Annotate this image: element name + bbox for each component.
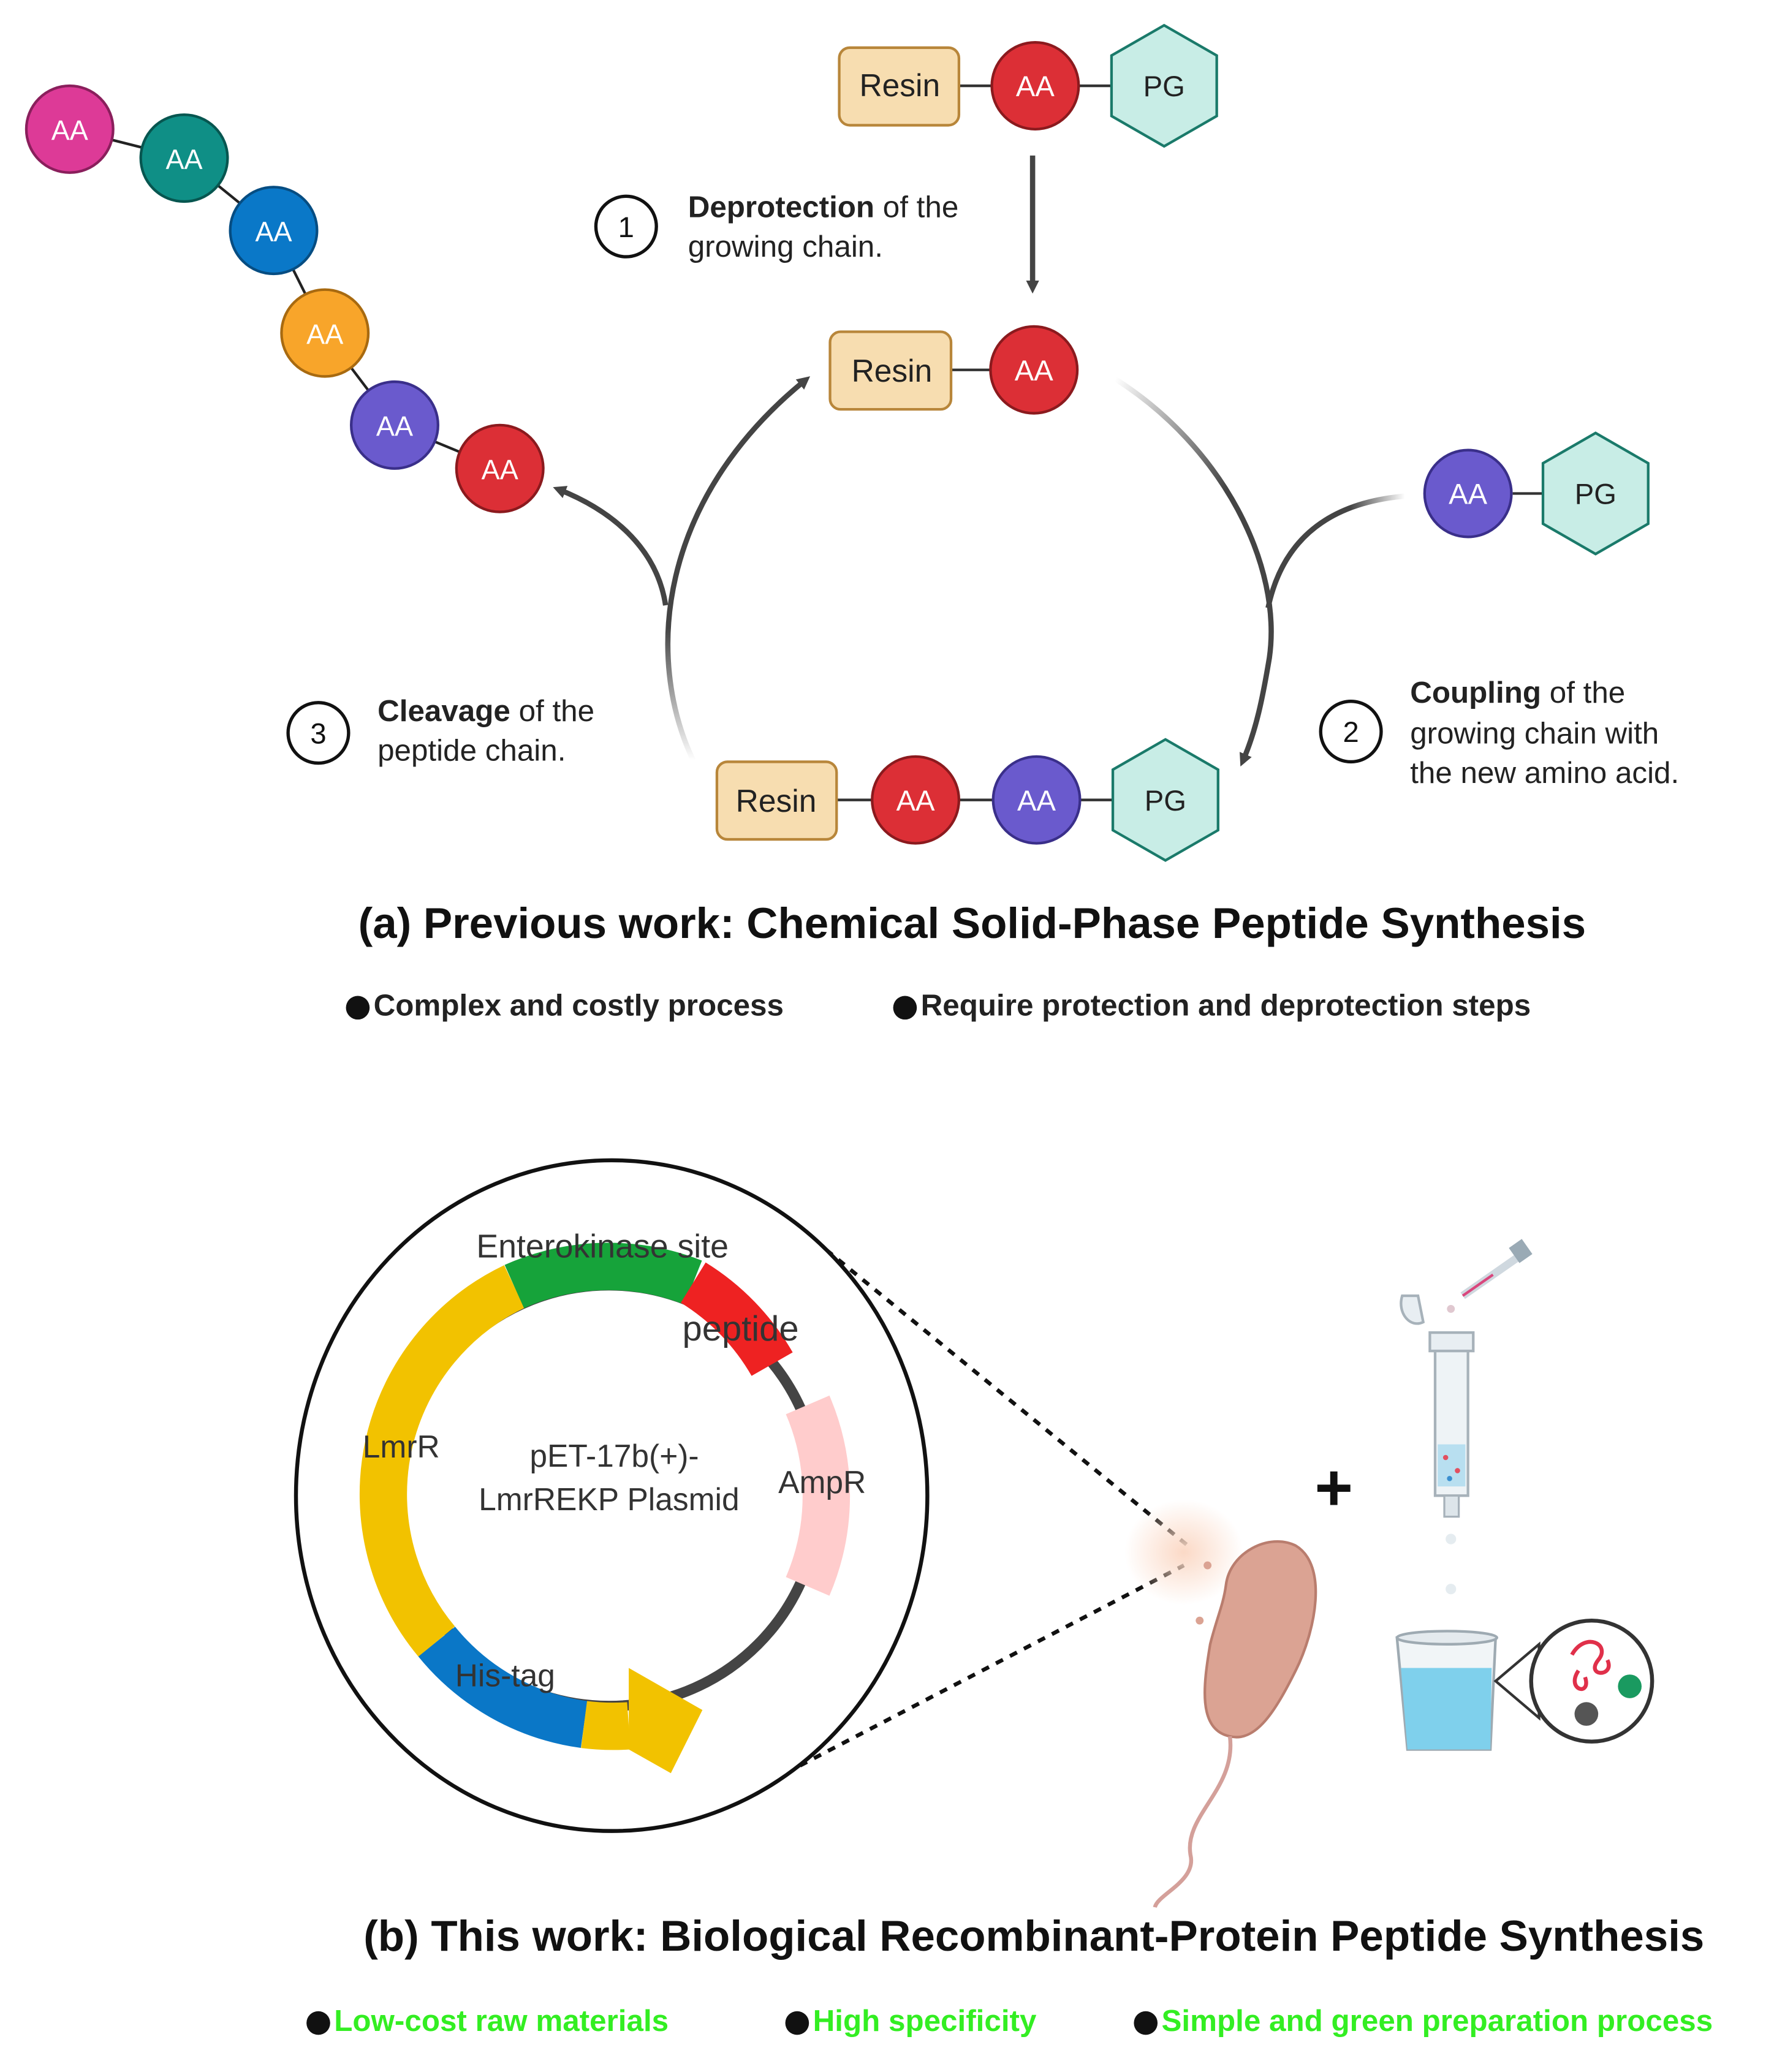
bacterium-icon xyxy=(1124,1499,1317,1908)
aa-circle xyxy=(229,186,319,276)
resin-box xyxy=(838,46,961,127)
bullet-b-2: High specificity xyxy=(813,2004,1037,2038)
aa-circle xyxy=(139,113,229,203)
step1-rest: of the xyxy=(874,191,958,224)
plasmid-histag-segment xyxy=(418,1626,588,1749)
step2-line3: the new amino acid. xyxy=(1410,756,1679,790)
plasmid-name-line1: pET-17b(+)- xyxy=(529,1438,699,1473)
svg-text:3: 3 xyxy=(310,717,326,750)
aa-label: AA xyxy=(1016,70,1055,103)
reagent-top: Resin AA PG xyxy=(838,23,1218,148)
pg-label: PG xyxy=(1575,478,1616,511)
magnified-protein-icon xyxy=(1493,1618,1654,1744)
resin-aa-intermediate: Resin AA xyxy=(828,325,1079,415)
svg-text:AA: AA xyxy=(306,319,343,350)
pg-hexagon xyxy=(1110,23,1218,148)
aa-label: AA xyxy=(1449,478,1487,511)
aa-circle xyxy=(990,41,1080,131)
svg-text:Cleavage of the: Cleavage of the xyxy=(377,694,594,728)
pg-hexagon xyxy=(1541,431,1650,556)
arrow-coupling-arc xyxy=(1114,377,1274,767)
step2-bold: Coupling xyxy=(1410,676,1541,709)
aa-circle xyxy=(871,755,961,845)
plasmid-name-line2: LmrREKP Plasmid xyxy=(479,1481,739,1517)
aa-label: AA xyxy=(1017,785,1056,817)
aa-circle xyxy=(455,423,545,513)
label-peptide: peptide xyxy=(683,1309,799,1348)
aa-circle xyxy=(989,325,1079,415)
arrow-return-arc xyxy=(665,376,811,762)
spin-column-icon xyxy=(1400,1294,1475,1595)
pipette-icon xyxy=(1447,1239,1533,1313)
label-histag: His-tag xyxy=(455,1658,555,1693)
aa-label: AA xyxy=(1015,355,1053,387)
step3-rest: of the xyxy=(510,694,594,728)
step1-bold: Deprotection xyxy=(688,191,874,224)
plasmid-map: pET-17b(+)- LmrREKP Plasmid Enterokinase… xyxy=(359,1228,866,1774)
bullet-b-1: Low-cost raw materials xyxy=(334,2004,669,2038)
step1-label: 1 Deprotection of the growing chain. xyxy=(594,191,959,263)
step2-rest: of the xyxy=(1541,676,1625,709)
plasmid-peptide-segment xyxy=(680,1262,793,1377)
resin-box xyxy=(828,330,953,411)
pg-label: PG xyxy=(1145,785,1186,817)
resin-aa-aa-pg: Resin AA AA PG xyxy=(715,738,1219,862)
title-a: (a) Previous work: Chemical Solid-Phase … xyxy=(358,899,1586,948)
step3-bold: Cleavage xyxy=(377,694,510,728)
svg-text:2: 2 xyxy=(1343,716,1359,749)
step2-line2: growing chain with xyxy=(1410,716,1659,750)
peptide-chain: AA AA AA AA AA AA xyxy=(25,84,545,513)
pg-label: PG xyxy=(1143,70,1185,103)
pg-hexagon xyxy=(1111,738,1219,862)
aa-label: AA xyxy=(896,785,935,817)
plasmid-ampr-segment xyxy=(786,1395,851,1596)
aa-circle xyxy=(350,380,439,470)
svg-text:AA: AA xyxy=(255,216,292,247)
beaker-icon xyxy=(1395,1630,1499,1751)
label-ampr: AmpR xyxy=(778,1464,866,1500)
svg-text:AA: AA xyxy=(51,115,88,146)
resin-label: Resin xyxy=(852,353,933,388)
step3-label: 3 Cleavage of the peptide chain. xyxy=(286,694,594,767)
step2-label: 2 Coupling of the growing chain with the… xyxy=(1319,676,1679,790)
title-b: (b) This work: Biological Recombinant-Pr… xyxy=(363,1912,1704,1960)
plasmid-arrowhead xyxy=(629,1668,703,1774)
svg-text:Deprotection of the: Deprotection of the xyxy=(688,191,959,224)
bullets-b: Low-cost raw materials High specificity … xyxy=(306,2004,1713,2038)
label-lmrr: LmrR xyxy=(363,1429,440,1464)
resin-box xyxy=(715,760,838,841)
svg-text:Coupling of the: Coupling of the xyxy=(1410,676,1625,709)
bullet-a-1: Complex and costly process xyxy=(374,989,784,1023)
aa-circle xyxy=(1423,448,1513,539)
bullet-b-3: Simple and green preparation process xyxy=(1161,2004,1713,2038)
svg-text:AA: AA xyxy=(482,454,518,485)
incoming-aa-pg: AA PG xyxy=(1423,431,1650,556)
aa-circle xyxy=(25,84,115,174)
svg-text:1: 1 xyxy=(618,211,634,244)
step1-line2: growing chain. xyxy=(688,230,883,263)
svg-text:AA: AA xyxy=(376,410,413,442)
aa-circle xyxy=(280,288,370,378)
label-enterokinase: Enterokinase site xyxy=(476,1228,729,1265)
bullets-a: Complex and costly process Require prote… xyxy=(346,989,1531,1023)
plasmid-arrow-segment xyxy=(581,1701,631,1750)
svg-text:AA: AA xyxy=(165,143,202,175)
arrow-cleavage xyxy=(553,486,669,606)
arrow-incoming-aa xyxy=(1265,493,1405,609)
plasmid-lmrr-segment xyxy=(359,1265,525,1657)
bullet-a-2: Require protection and deprotection step… xyxy=(921,989,1531,1023)
plus-sign: + xyxy=(1314,1451,1353,1524)
aa-circle xyxy=(991,755,1082,845)
step3-line2: peptide chain. xyxy=(377,733,566,767)
resin-label: Resin xyxy=(859,67,940,103)
plasmid-enterokinase-segment xyxy=(504,1242,702,1309)
resin-label: Resin xyxy=(736,783,817,819)
